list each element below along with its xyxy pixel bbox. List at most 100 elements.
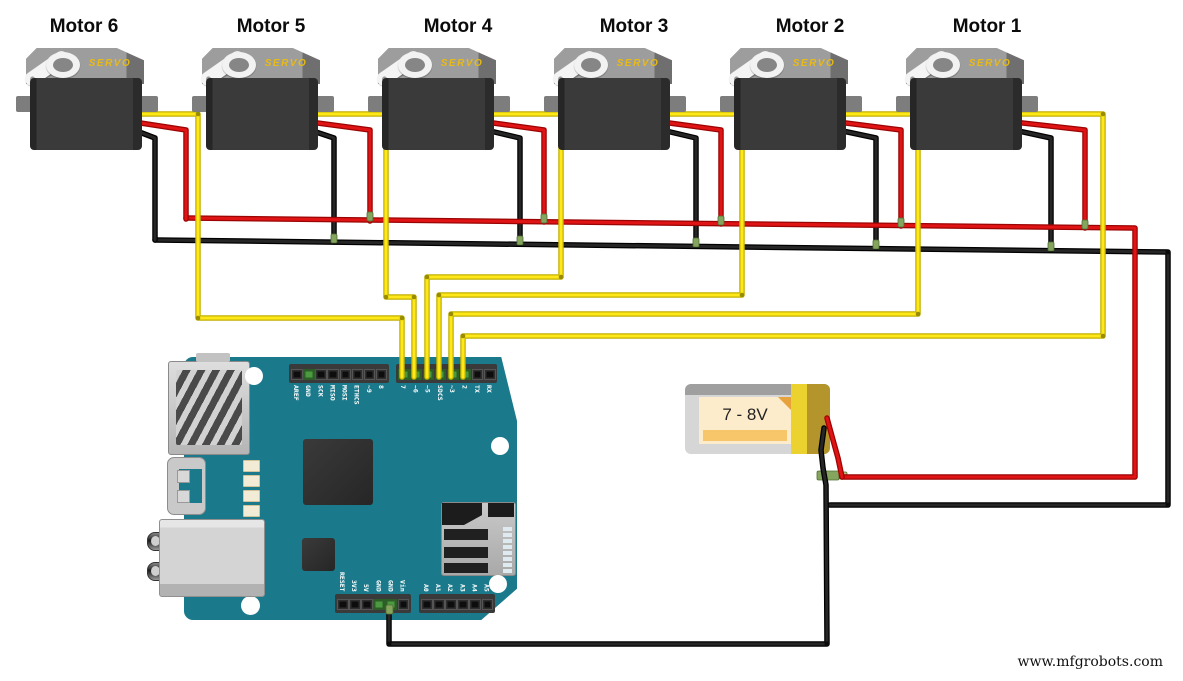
servo-brand-text: SERVO	[440, 58, 484, 69]
pin-label-~5: ~5	[423, 385, 432, 393]
pin-SCK	[315, 368, 327, 380]
servo-body	[734, 78, 846, 150]
servo-body	[558, 78, 670, 150]
servo-brand-text: SERVO	[968, 58, 1012, 69]
wire-power-bus	[184, 216, 1137, 479]
servo-mount-tab	[316, 96, 334, 112]
pin-RX	[484, 368, 496, 380]
pin-GND	[373, 598, 385, 610]
servo-motor: Motor 2 SERVO	[720, 8, 882, 168]
wire-connector	[692, 237, 700, 248]
pin-label-MOSI: MOSI	[340, 385, 349, 401]
watermark: www.mfgrobots.com	[1017, 654, 1163, 670]
ethernet-jack-tab	[196, 353, 230, 362]
wire-ground-motor-3	[660, 128, 698, 248]
wire-bend-dot	[436, 292, 442, 298]
pin-label-A5: A5	[482, 584, 491, 592]
pin-8	[375, 368, 388, 380]
pin-TX	[471, 368, 484, 380]
servo-body	[206, 78, 318, 150]
usb-a-port	[159, 519, 265, 597]
motor-label: Motor 5	[236, 16, 306, 37]
wire-connector	[540, 213, 548, 224]
led	[243, 460, 260, 472]
battery-label-card: 7 - 8V	[699, 397, 791, 444]
wire-bend-dot	[383, 294, 389, 300]
servo-brand-text: SERVO	[792, 58, 836, 69]
pin-label-5V: 5V	[362, 584, 371, 592]
wire-bend-dot	[195, 315, 201, 321]
sd-pin-dash	[503, 569, 512, 573]
wire-bend-dot	[460, 333, 466, 339]
wire-ground-battery-to-gnd-pin	[386, 425, 830, 647]
pin-label-SCK: SCK	[316, 385, 325, 397]
pin-label-A2: A2	[446, 584, 455, 592]
wire-bend-dot	[386, 641, 392, 647]
pin-label-A1: A1	[434, 584, 443, 592]
led	[243, 505, 260, 517]
wire-connector	[1081, 219, 1089, 230]
servo-motor: Motor 5 SERVO	[192, 8, 354, 168]
servo-mount-tab	[844, 96, 862, 112]
wire-bend-dot	[195, 111, 201, 117]
wire-connector	[717, 215, 725, 226]
pin-A3	[457, 598, 469, 610]
ethernet-jack-fins	[176, 370, 242, 445]
pin-ETHCS	[351, 368, 364, 380]
battery-label-fold	[778, 397, 791, 410]
wire-power-motor-5	[308, 120, 372, 223]
wire-ground-bus	[153, 238, 1170, 507]
mount-hole	[241, 596, 260, 615]
pin-label-TX: TX	[472, 385, 481, 393]
battery-7-8v: 7 - 8V	[685, 384, 830, 454]
pin-AREF	[291, 368, 303, 380]
sd-pin-dash	[503, 563, 512, 567]
sd-pin-dash	[503, 551, 512, 555]
servo-mount-tab	[492, 96, 510, 112]
pin-label-A0: A0	[422, 584, 430, 592]
wire-bend-dot	[1165, 502, 1171, 508]
servo-mount-tab	[896, 96, 912, 112]
sd-pin-dash	[503, 527, 512, 531]
battery-top-edge	[685, 384, 830, 395]
wire-connector	[816, 470, 840, 481]
wire-bend-dot	[411, 294, 417, 300]
motor-label: Motor 2	[775, 16, 845, 37]
pin-label-~6: ~6	[411, 385, 420, 393]
servo-mount-tab	[544, 96, 560, 112]
servo-brand-text: SERVO	[616, 58, 660, 69]
pin-A2	[445, 598, 457, 610]
pin-label-2: 2	[460, 385, 469, 389]
pin-A4	[469, 598, 481, 610]
pin-GND	[303, 368, 315, 380]
servo-mount-tab	[668, 96, 686, 112]
wire-power-motor-4	[484, 120, 546, 224]
sd-pin-dash	[503, 533, 512, 537]
pin-label-7: 7	[399, 385, 407, 389]
pin-label-A3: A3	[458, 584, 467, 592]
servo-motor: Motor 6 SERVO	[16, 8, 178, 168]
wire-connector	[897, 217, 905, 228]
servo-shaft	[46, 52, 80, 78]
wire-bend-dot	[558, 274, 564, 280]
wire-power-motor-2	[836, 120, 903, 228]
wire-bend-dot	[399, 315, 405, 321]
wire-ground-bus	[152, 237, 1171, 508]
pin-label-Vin: Vin	[398, 580, 407, 592]
servo-shaft	[222, 52, 256, 78]
pin-Vin	[397, 598, 409, 610]
wire-power-battery	[825, 416, 844, 479]
servo-motor: Motor 1 SERVO	[896, 8, 1058, 168]
pin-label-~3: ~3	[448, 385, 457, 393]
motor-label: Motor 6	[49, 16, 119, 37]
pin-label-ETHCS: ETHCS	[352, 385, 361, 405]
pin-label-8: 8	[376, 385, 385, 389]
led	[243, 475, 260, 487]
servo-body	[910, 78, 1022, 150]
wire-bend-dot	[448, 311, 454, 317]
motor-label: Motor 3	[599, 16, 669, 37]
wire-bend-dot	[1100, 111, 1106, 117]
